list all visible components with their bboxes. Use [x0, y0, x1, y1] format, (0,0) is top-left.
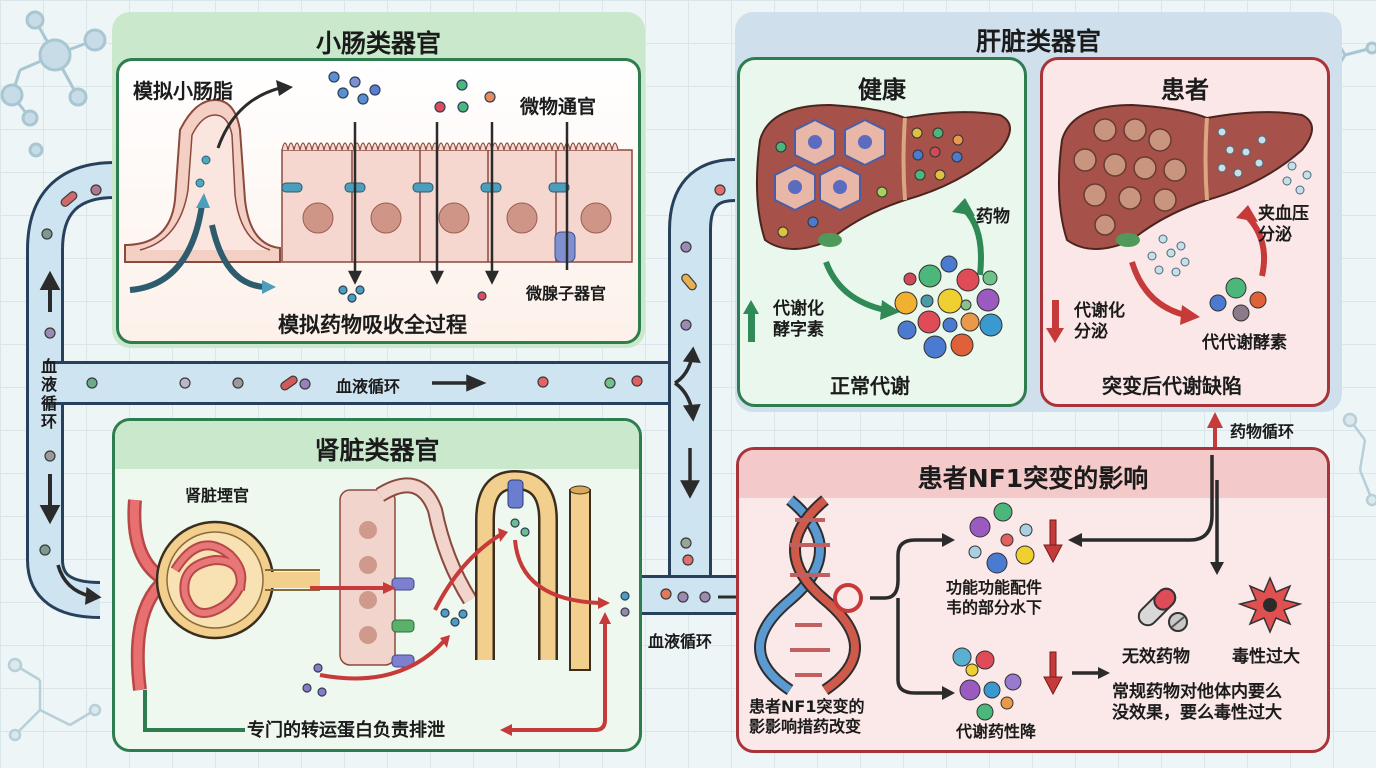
nf1-header-band: [739, 450, 1327, 498]
kidney-header-band: [115, 421, 639, 469]
kidney-caption: 专门的转运蛋白负责排泄: [247, 720, 445, 741]
glomerulus-label: 肾脏堙官: [185, 486, 250, 505]
dna-caption: 患者NF1突变的 影影响措药改变: [749, 697, 899, 737]
patient-liver-icon: [1057, 103, 1313, 277]
molecule-decoration-top-left: [0, 10, 107, 158]
channel-label: 微物通官: [520, 96, 597, 118]
molecule-decoration-right: [1342, 412, 1376, 507]
kidney-particles: [302, 518, 630, 697]
reduced-function-label: 功能功能配件 韦的部分水下: [946, 578, 1056, 618]
toxicity-starburst-icon: [1237, 576, 1303, 634]
nf1-summary: 常规药物对他体内要么 没效果，要么毒性过大: [1112, 682, 1327, 725]
tubule-cells-icon: [339, 489, 396, 666]
reduced-metabolism-label: 代谢药性降: [956, 722, 1037, 741]
transporter-protein-icon: [507, 479, 524, 509]
blood-particles: [39, 184, 726, 603]
intestine-caption: 模拟药物吸收全过程: [278, 313, 467, 337]
ineffective-drug-pill-icon: [1137, 587, 1188, 632]
drug-cycle-label: 药物循环: [1230, 422, 1295, 441]
middle-circulation-label: 血液循环: [336, 377, 401, 396]
drug-particles: [328, 71, 496, 303]
nf1-title: 患者NF1突变的影响: [917, 464, 1149, 493]
nf1-summary-text: 常规药物对他体内要么 没效果，要么毒性过大: [1112, 682, 1282, 724]
healthy-drug-label: 药物: [976, 207, 1010, 227]
teal-flow-arrows: [129, 204, 266, 293]
reduced-metabolism-molecules: [952, 647, 1022, 721]
villus-pointer-arrow: [216, 86, 281, 149]
drug-molecule-cluster: [894, 255, 1003, 359]
excretion-arrows: [143, 533, 607, 732]
transporter-label: 微腺子器官: [526, 284, 607, 303]
villus-icon: [124, 98, 281, 263]
left-curve-arrow: [56, 564, 102, 605]
branch-arrows: [673, 346, 701, 499]
patient-metabolite-label: 代代谢酵素: [1202, 333, 1287, 353]
healthy-title: 健康: [858, 76, 906, 104]
reduced-function-label-text: 功能功能配件 韦的部分水下: [946, 578, 1043, 617]
villus-label: 模拟小肠脂: [133, 79, 233, 103]
nf1-branch-arrows: [870, 455, 1219, 695]
dna-caption-text: 患者NF1突变的 影影响措药改变: [749, 697, 865, 736]
patient-secretion-label-text: 夹血压 分泌: [1258, 204, 1309, 246]
patient-caption: 突变后代谢缺陷: [1102, 374, 1242, 398]
dna-helix-icon: [754, 495, 863, 695]
absorption-arrows: [347, 122, 569, 285]
toxicity-label: 毒性过大: [1232, 647, 1300, 667]
healthy-liver-icon: [755, 103, 1011, 250]
left-down-arrow: [39, 474, 61, 525]
mutation-site-marker: [833, 583, 863, 613]
patient-enzyme-label: 代谢化 分泌: [1074, 301, 1144, 344]
reduced-function-molecules: [968, 502, 1035, 574]
patient-metabolite-cluster: [1209, 277, 1267, 322]
transporter-protein-icon: [554, 231, 576, 263]
patient-secretion-label: 夹血压 分泌: [1258, 204, 1328, 247]
patient-title: 患者: [1161, 76, 1209, 104]
left-up-arrow: [39, 270, 61, 312]
bottom-circulation-label: 血液循环: [648, 632, 713, 651]
molecule-decoration-bottom-left: [7, 657, 102, 742]
intestine-title: 小肠类器官: [315, 29, 441, 58]
liver-title: 肝脏类器官: [975, 27, 1101, 56]
ineffective-drug-label: 无效药物: [1122, 647, 1190, 667]
healthy-enzyme-label-text: 代谢化 酵字素: [773, 299, 824, 341]
patient-enzyme-label-text: 代谢化 分泌: [1074, 301, 1125, 343]
kidney-title: 肾脏类器官: [314, 436, 440, 465]
left-circulation-label: 血液循环: [41, 357, 61, 432]
healthy-enzyme-label: 代谢化 酵字素: [773, 299, 843, 342]
healthy-caption: 正常代谢: [830, 374, 910, 398]
left-circulation-label-text: 血液循环: [41, 357, 58, 432]
middle-flow-arrow: [432, 374, 487, 392]
